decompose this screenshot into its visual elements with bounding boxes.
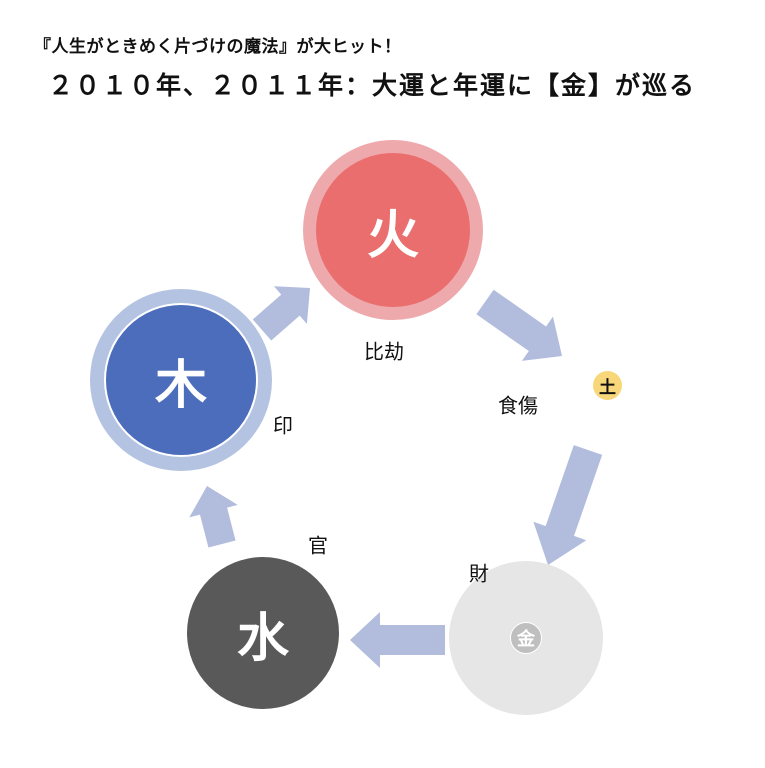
water-label: 水 [236,608,289,669]
fire-ring: 火 [303,140,483,320]
arrow-metal-to-water [350,612,445,668]
metal-badge: 金 [510,622,542,654]
fire-circle: 火 [316,153,470,307]
earth-badge: 土 [593,371,622,400]
water-circle: 水 [187,557,339,709]
arrow-fire-to-earth [476,289,562,361]
label-zai: 財 [469,561,489,586]
arrow-earth-to-metal [533,445,603,565]
wood-circle: 木 [104,303,258,457]
metal-circle: 金 [449,561,603,715]
arrow-wood-to-fire [252,286,310,341]
arrow-water-to-wood [189,486,238,548]
metal-label: 金 [517,629,535,650]
wood-ring: 木 [90,289,272,471]
label-kan: 官 [308,533,328,558]
earth-label: 土 [599,378,616,398]
page-title: ２０１０年、２０１１年：大運と年運に【金】が巡る [48,71,697,100]
label-in: 印 [273,413,293,438]
label-hikou: 比劫 [364,339,404,364]
wood-label: 木 [154,355,207,416]
subtitle: 『人生がときめく片づけの魔法』が大ヒット！ [34,37,402,57]
fire-label: 火 [366,205,419,266]
label-shokushou: 食傷 [498,393,538,418]
